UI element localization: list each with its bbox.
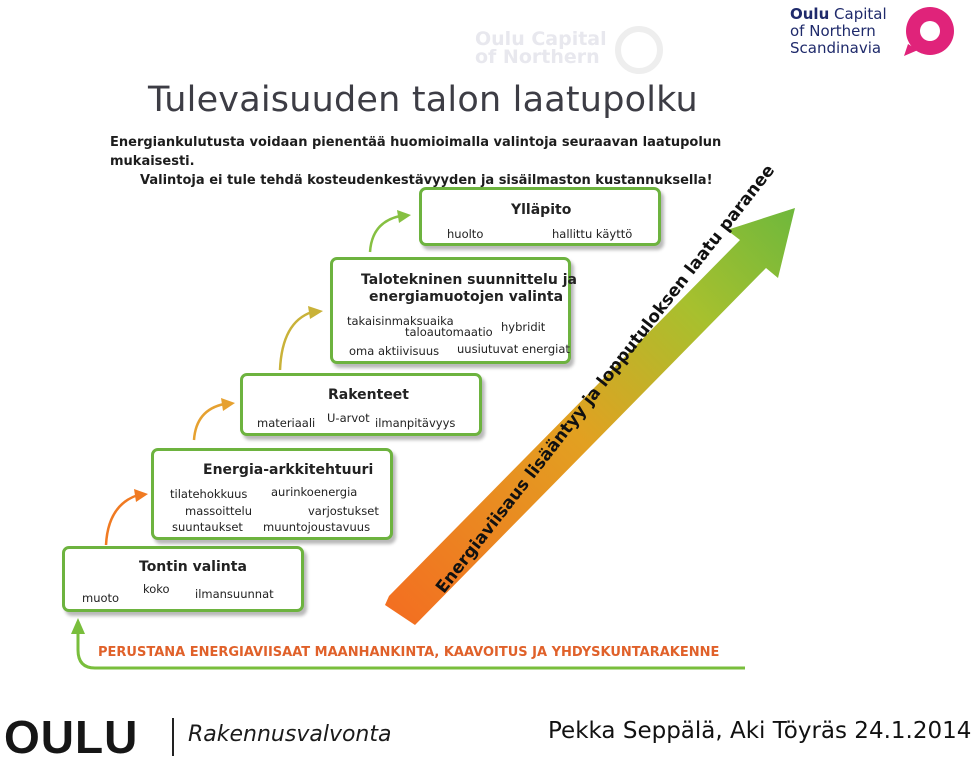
keyword: U-arvot [327, 411, 370, 425]
quality-arrow [385, 208, 795, 625]
foundation-arrow [76, 632, 745, 670]
logo-line2: of Northern [790, 22, 876, 40]
step-title: Rakenteet [328, 387, 409, 403]
keyword: huolto [447, 227, 484, 241]
subtitle-line1: Energiankulutusta voidaan pienentää huom… [110, 135, 722, 169]
keyword: materiaali [257, 416, 316, 430]
footer-divider [172, 718, 174, 756]
foundation-arrow-head [71, 618, 85, 634]
keyword: tilatehokkuus [170, 487, 248, 501]
oulu-capital-logo: Oulu Capital of Northern Scandinavia [790, 4, 958, 60]
speech-bubble-icon [904, 7, 954, 56]
subtitle-line2: Valintoja ei tule tehdä kosteudenkestävy… [140, 173, 713, 188]
watermark-line1: Oulu Capital [475, 28, 607, 50]
keyword: ilmanpitävyys [375, 416, 456, 430]
step-yllapito: Ylläpito huolto hallittu käyttö [419, 187, 661, 246]
step-rakenteet: Rakenteet materiaali U-arvot ilmanpitävy… [240, 373, 482, 436]
step-arrow-3 [278, 310, 313, 371]
logo-line1-rest: Capital [834, 5, 887, 23]
keyword: muuntojoustavuus [263, 520, 371, 534]
step-talotekninen-suunnittelu: Talotekninen suunnittelu ja energiamuoto… [330, 257, 577, 364]
keyword: oma aktiivisuus [349, 344, 440, 358]
keyword: aurinkoenergia [271, 485, 358, 499]
watermark-line2: of Northern [475, 46, 600, 68]
watermark-logo: Oulu Capital of Northern [475, 26, 685, 74]
step-arrow-4 [368, 214, 401, 253]
page-title: Tulevaisuuden talon laatupolku [148, 80, 698, 120]
step-tontin-valinta: Tontin valinta muoto koko ilmansuunnat [62, 546, 304, 612]
oulu-city-logo: OULU [4, 711, 139, 763]
step-arrow-3-head [308, 306, 323, 319]
logo-text: Oulu Capital of Northern Scandinavia [790, 6, 900, 57]
step-arrow-4-head [397, 210, 411, 223]
step-arrow-2-head [221, 398, 235, 411]
logo-line3: Scandinavia [790, 39, 882, 57]
step-arrow-2 [192, 402, 225, 441]
step-title: Energia-arkkitehtuuri [203, 462, 374, 478]
authors-date: Pekka Seppälä, Aki Töyräs 24.1.2014 [548, 718, 971, 744]
keyword: taloautomaatio [405, 325, 493, 339]
keyword: suuntaukset [172, 520, 243, 534]
keyword: koko [143, 582, 170, 596]
keyword: muoto [82, 591, 120, 605]
keyword: varjostukset [308, 504, 379, 518]
keyword: ilmansuunnat [195, 587, 274, 601]
keyword: uusiutuvat energiat [457, 342, 570, 356]
step-arrow-1-head [134, 489, 148, 502]
keyword: hallittu käyttö [552, 227, 633, 241]
step-title: Tontin valinta [139, 559, 247, 575]
keyword: massoittelu [185, 504, 253, 518]
step-energia-arkkitehtuuri: Energia-arkkitehtuuri tilatehokkuus auri… [151, 448, 393, 540]
keyword: hybridit [501, 320, 546, 334]
subtitle: Energiankulutusta voidaan pienentää huom… [110, 133, 750, 190]
logo-line1-bold: Oulu [790, 5, 830, 23]
foundation-label: PERUSTANA ENERGIAVIISAAT MAANHANKINTA, K… [98, 645, 720, 660]
step-title-line1: Talotekninen suunnittelu ja [361, 272, 577, 288]
watermark-ring-icon [615, 26, 663, 74]
step-arrow-1 [104, 493, 139, 546]
step-title: Ylläpito [511, 202, 572, 218]
step-title-line2: energiamuotojen valinta [369, 289, 564, 305]
department-name: Rakennusvalvonta [188, 722, 392, 747]
keyword: takaisinmaksuaika [347, 314, 454, 328]
